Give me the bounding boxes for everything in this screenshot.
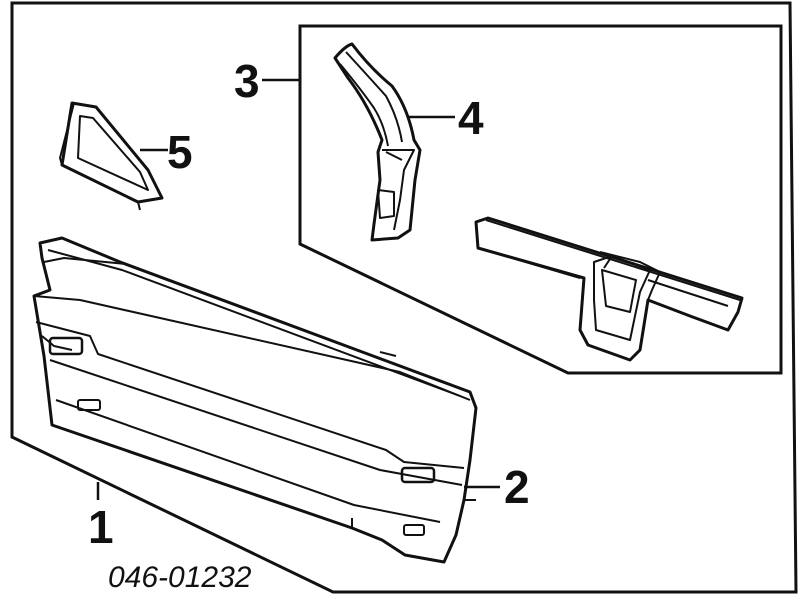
callout-5: 5	[167, 126, 193, 178]
part-4-pillar	[333, 42, 422, 242]
callout-4: 4	[458, 92, 484, 144]
part-1-rear-panel	[32, 236, 478, 564]
inset-frame	[298, 24, 783, 375]
callout-1: 1	[88, 501, 114, 553]
callout-2: 2	[504, 461, 530, 513]
leader-lines	[96, 78, 500, 500]
part-5-gusset	[59, 101, 164, 211]
assembly-frame	[10, 1, 798, 594]
diagram-part-number: 046-01232	[108, 561, 252, 594]
callout-3: 3	[234, 55, 260, 107]
crossmember-bracket	[474, 216, 744, 362]
